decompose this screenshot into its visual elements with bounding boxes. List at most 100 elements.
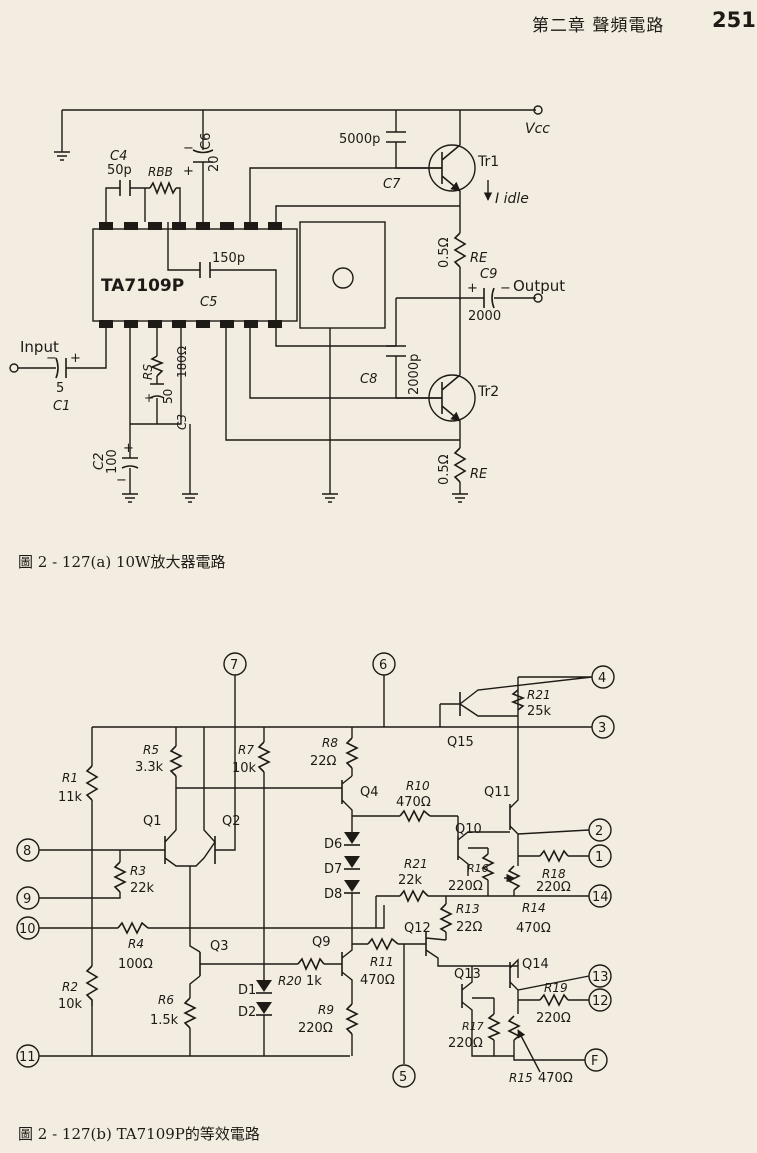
r9-label: R9	[318, 1003, 334, 1017]
c5-value: 150p	[212, 251, 245, 266]
d2-label: D2	[238, 1005, 256, 1020]
q11-label: Q11	[484, 785, 511, 800]
r14-label: R14	[522, 901, 546, 915]
svg-text:13: 13	[592, 970, 609, 985]
rbb-label: RBB	[148, 165, 173, 179]
svg-text:11: 11	[19, 1050, 36, 1065]
terminal-2: 2	[588, 818, 612, 842]
c5-label: C5	[200, 295, 217, 310]
svg-text:2: 2	[595, 824, 603, 839]
ic-heatsink-tab	[299, 221, 386, 329]
svg-text:+: +	[183, 164, 194, 179]
c1-label: C1	[53, 399, 70, 414]
r20-value: 1k	[306, 974, 322, 989]
rs-value: 180Ω	[175, 346, 189, 378]
r13-label: R13	[456, 902, 480, 916]
re-bottom-label: RE	[470, 467, 488, 482]
svg-text:14: 14	[592, 890, 609, 905]
figure-a-circuit: TA7109P Vcc C6 20 −+ C4 50p RBB 5000p C7…	[9, 105, 565, 503]
c9-label: C9	[480, 267, 497, 282]
q4-label: Q4	[360, 785, 379, 800]
r4-label: R4	[128, 937, 144, 951]
re-top-value: 0.5Ω	[437, 237, 452, 268]
r7-label: R7	[238, 743, 254, 757]
q2-label: Q2	[222, 814, 241, 829]
r1-value: 11k	[58, 790, 83, 805]
svg-text:12: 12	[592, 994, 609, 1009]
svg-text:7: 7	[230, 658, 238, 673]
ic-pins-bottom	[99, 320, 282, 328]
r3-value: 22k	[130, 881, 155, 896]
c1-value: 5	[56, 381, 64, 396]
r17-label: R17	[462, 1020, 484, 1033]
terminal-F: F	[584, 1048, 608, 1072]
r15-value: 470Ω	[538, 1071, 573, 1086]
svg-text:4: 4	[598, 671, 606, 686]
svg-text:8: 8	[23, 844, 31, 859]
svg-text:+: +	[467, 281, 478, 296]
output-terminal	[533, 293, 543, 303]
terminal-9: 9	[16, 886, 40, 910]
r16-label: R16	[467, 862, 489, 875]
svg-text:6: 6	[379, 658, 387, 673]
svg-text:+: +	[144, 391, 154, 405]
r6-value: 1.5k	[150, 1013, 179, 1028]
d1-label: D1	[238, 983, 256, 998]
c4-value: 50p	[107, 163, 132, 178]
svg-text:5: 5	[399, 1070, 407, 1085]
q12-label: Q12	[404, 921, 431, 936]
r21a-value: 22k	[398, 873, 423, 888]
terminal-5: 5	[392, 1064, 416, 1088]
terminal-10: 10	[16, 916, 40, 940]
q9-label: Q9	[312, 935, 331, 950]
r8-value: 22Ω	[310, 754, 337, 769]
q13-label: Q13	[454, 967, 481, 982]
c2-label: C2	[92, 453, 107, 470]
c6-value: 20	[207, 155, 222, 172]
ic-mounting-hole	[332, 267, 354, 289]
r13-value: 22Ω	[456, 920, 483, 935]
r11-label: R11	[370, 955, 394, 969]
c3-label: C3	[175, 414, 189, 430]
r14-value: 470Ω	[516, 921, 551, 936]
c6-label: C6	[199, 133, 214, 150]
svg-text:+: +	[70, 351, 81, 366]
svg-text:3: 3	[598, 721, 606, 736]
tr2-label: Tr2	[477, 384, 499, 400]
chapter-title: 第二章 聲頻電路	[532, 16, 665, 36]
svg-text:−: −	[183, 141, 194, 156]
c8-label: C8	[360, 372, 377, 387]
svg-text:−: −	[46, 351, 57, 366]
figure-a-caption: 圖 2 - 127(a) 10W放大器電路	[18, 553, 226, 571]
q3-label: Q3	[210, 939, 229, 954]
r21b-value: 25k	[527, 704, 552, 719]
r18-value: 220Ω	[536, 880, 571, 895]
q15-label: Q15	[447, 735, 474, 750]
c7-label: C7	[383, 177, 401, 192]
figure-b-caption: 圖 2 - 127(b) TA7109P的等效電路	[18, 1125, 260, 1143]
c8-value: 2000p	[407, 354, 422, 395]
input-label: Input	[20, 338, 59, 356]
d6-label: D6	[324, 837, 342, 852]
r16-value: 220Ω	[448, 879, 483, 894]
vcc-label: Vcc	[525, 121, 550, 137]
r15-label: R15	[509, 1071, 533, 1085]
input-terminal	[9, 363, 19, 373]
c9-value: 2000	[468, 309, 501, 324]
svg-text:F: F	[591, 1054, 598, 1069]
r5-value: 3.3k	[135, 760, 164, 775]
r3-label: R3	[130, 864, 146, 878]
r18-label: R18	[542, 867, 566, 881]
q1-label: Q1	[143, 814, 162, 829]
idle-label: I idle	[495, 191, 529, 207]
r19-label: R19	[544, 981, 568, 995]
terminal-11: 11	[16, 1044, 40, 1068]
terminal-1: 1	[588, 844, 612, 868]
page-bleedthrough	[0, 620, 757, 730]
r21a-label: R21	[404, 857, 428, 871]
svg-text:+: +	[123, 441, 134, 456]
svg-text:1: 1	[595, 850, 603, 865]
r17-value: 220Ω	[448, 1036, 483, 1051]
r10-label: R10	[406, 779, 430, 793]
